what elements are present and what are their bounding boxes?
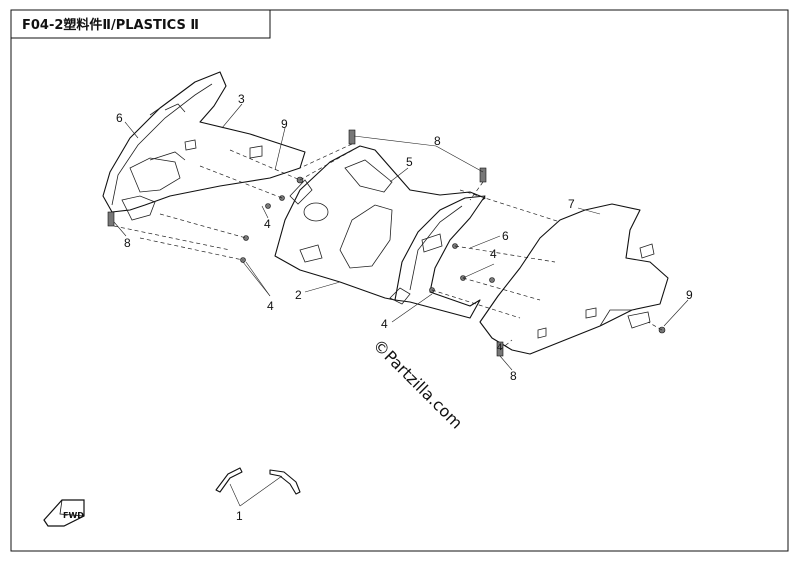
callout-3: 3 [238,92,245,106]
callout-6-left: 6 [116,111,123,125]
callout-6-right: 6 [502,229,509,243]
part-3-left-fender [102,71,306,221]
drawing-border [10,9,789,552]
part-2-center-panel [274,145,486,301]
part-1-trim-strips [215,467,301,507]
callout-7: 7 [568,197,575,211]
callout-1: 1 [236,509,243,523]
fasteners [107,129,666,357]
watermark: ©Partzilla.com [369,335,466,432]
callout-9-left: 9 [281,117,288,131]
callout-4-bottom: 4 [381,317,388,331]
callout-2: 2 [295,288,302,302]
title-box [10,9,271,39]
callout-8-top: 8 [434,134,441,148]
fwd-label: FWD [63,511,84,520]
fwd-arrow-icon: FWD [43,499,85,527]
callout-4-lower-left: 4 [267,299,274,313]
callout-8-left: 8 [124,236,131,250]
callout-9-right: 9 [686,288,693,302]
part-5-inner-panel [389,195,486,319]
part-7-right-fender [479,203,669,355]
callout-4-right: 4 [490,247,497,261]
callout-5: 5 [406,155,413,169]
assembly-lines [113,143,663,351]
callout-numbers: 3 9 6 8 4 4 2 5 8 6 4 4 7 9 8 1 4 [116,92,693,523]
callout-4-extra: 4 [497,342,502,352]
leader-lines [113,103,689,371]
callout-8-right: 8 [510,369,517,383]
callout-4-upper-left: 4 [264,217,271,231]
diagram-title: F04-2塑料件Ⅱ/PLASTICS Ⅱ [22,17,199,33]
